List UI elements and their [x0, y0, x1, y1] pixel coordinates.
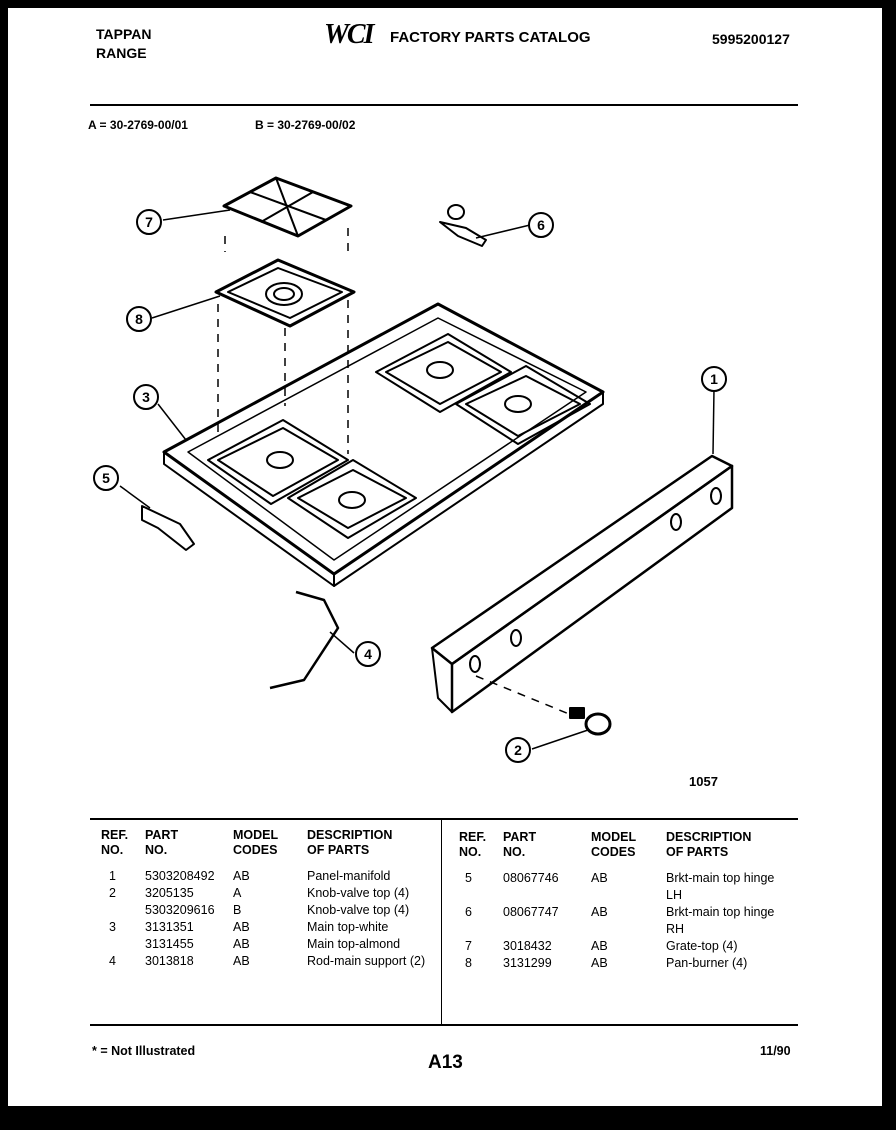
callout-5: [93, 465, 119, 491]
callout-8: [126, 306, 152, 332]
table-column-divider: [441, 820, 442, 1026]
callout-2: [505, 737, 531, 763]
callout-6: [528, 212, 554, 238]
callout-4: [355, 641, 381, 667]
callout-labels: 7 8 3 5 6 1 4 2: [102, 214, 718, 758]
callout-label: 2: [514, 742, 522, 758]
wci-logo: WCI: [324, 19, 374, 50]
hinge-bracket-rh-drawing: [439, 204, 487, 247]
callout-label: 1: [710, 371, 718, 387]
header-rule: [90, 104, 798, 106]
hinge-bracket-lh-drawing: [141, 505, 195, 551]
date-code: 11/90: [760, 1044, 791, 1058]
callout-label: 7: [145, 214, 153, 230]
support-rod-drawing: [269, 590, 340, 690]
callout-label: 4: [364, 646, 372, 662]
burner-pan-drawing: [214, 258, 356, 328]
leader-lines: [119, 209, 715, 750]
not-illustrated-note: * = Not Illustrated: [92, 1044, 196, 1058]
callout-label: 3: [142, 389, 150, 405]
callout-3: [133, 384, 159, 410]
table-top-rule: [90, 818, 798, 820]
page-code: A13: [428, 1052, 463, 1073]
ref-no-header: REF.NO.: [101, 828, 129, 857]
figure-number: 1057: [689, 774, 718, 789]
brand-name: TAPPAN: [96, 26, 152, 42]
model-b-label: B = 30-2769-00/02: [255, 118, 356, 132]
callout-7: [136, 209, 162, 235]
main-top-drawing: [162, 302, 605, 587]
ref-no-header: REF.NO.: [459, 830, 487, 859]
exploded-parts-diagram: 7 8 3 5 6 1 4 2: [93, 176, 734, 763]
callout-label: 5: [102, 470, 110, 486]
catalog-number: 5995200127: [712, 31, 790, 47]
model-a-label: A = 30-2769-00/01: [88, 118, 188, 132]
knob-drawing: [569, 707, 612, 736]
manifold-panel-drawing: [430, 454, 734, 714]
callout-1: [701, 366, 727, 392]
callouts: [93, 209, 727, 763]
callout-label: 8: [135, 311, 143, 327]
grate-drawing: [222, 176, 353, 238]
product-name: RANGE: [96, 45, 147, 61]
table-bottom-rule: [90, 1024, 798, 1026]
catalog-title: FACTORY PARTS CATALOG: [390, 29, 591, 46]
catalog-page: TAPPAN RANGE WCI FACTORY PARTS CATALOG 5…: [8, 8, 882, 1106]
callout-label: 6: [537, 217, 545, 233]
